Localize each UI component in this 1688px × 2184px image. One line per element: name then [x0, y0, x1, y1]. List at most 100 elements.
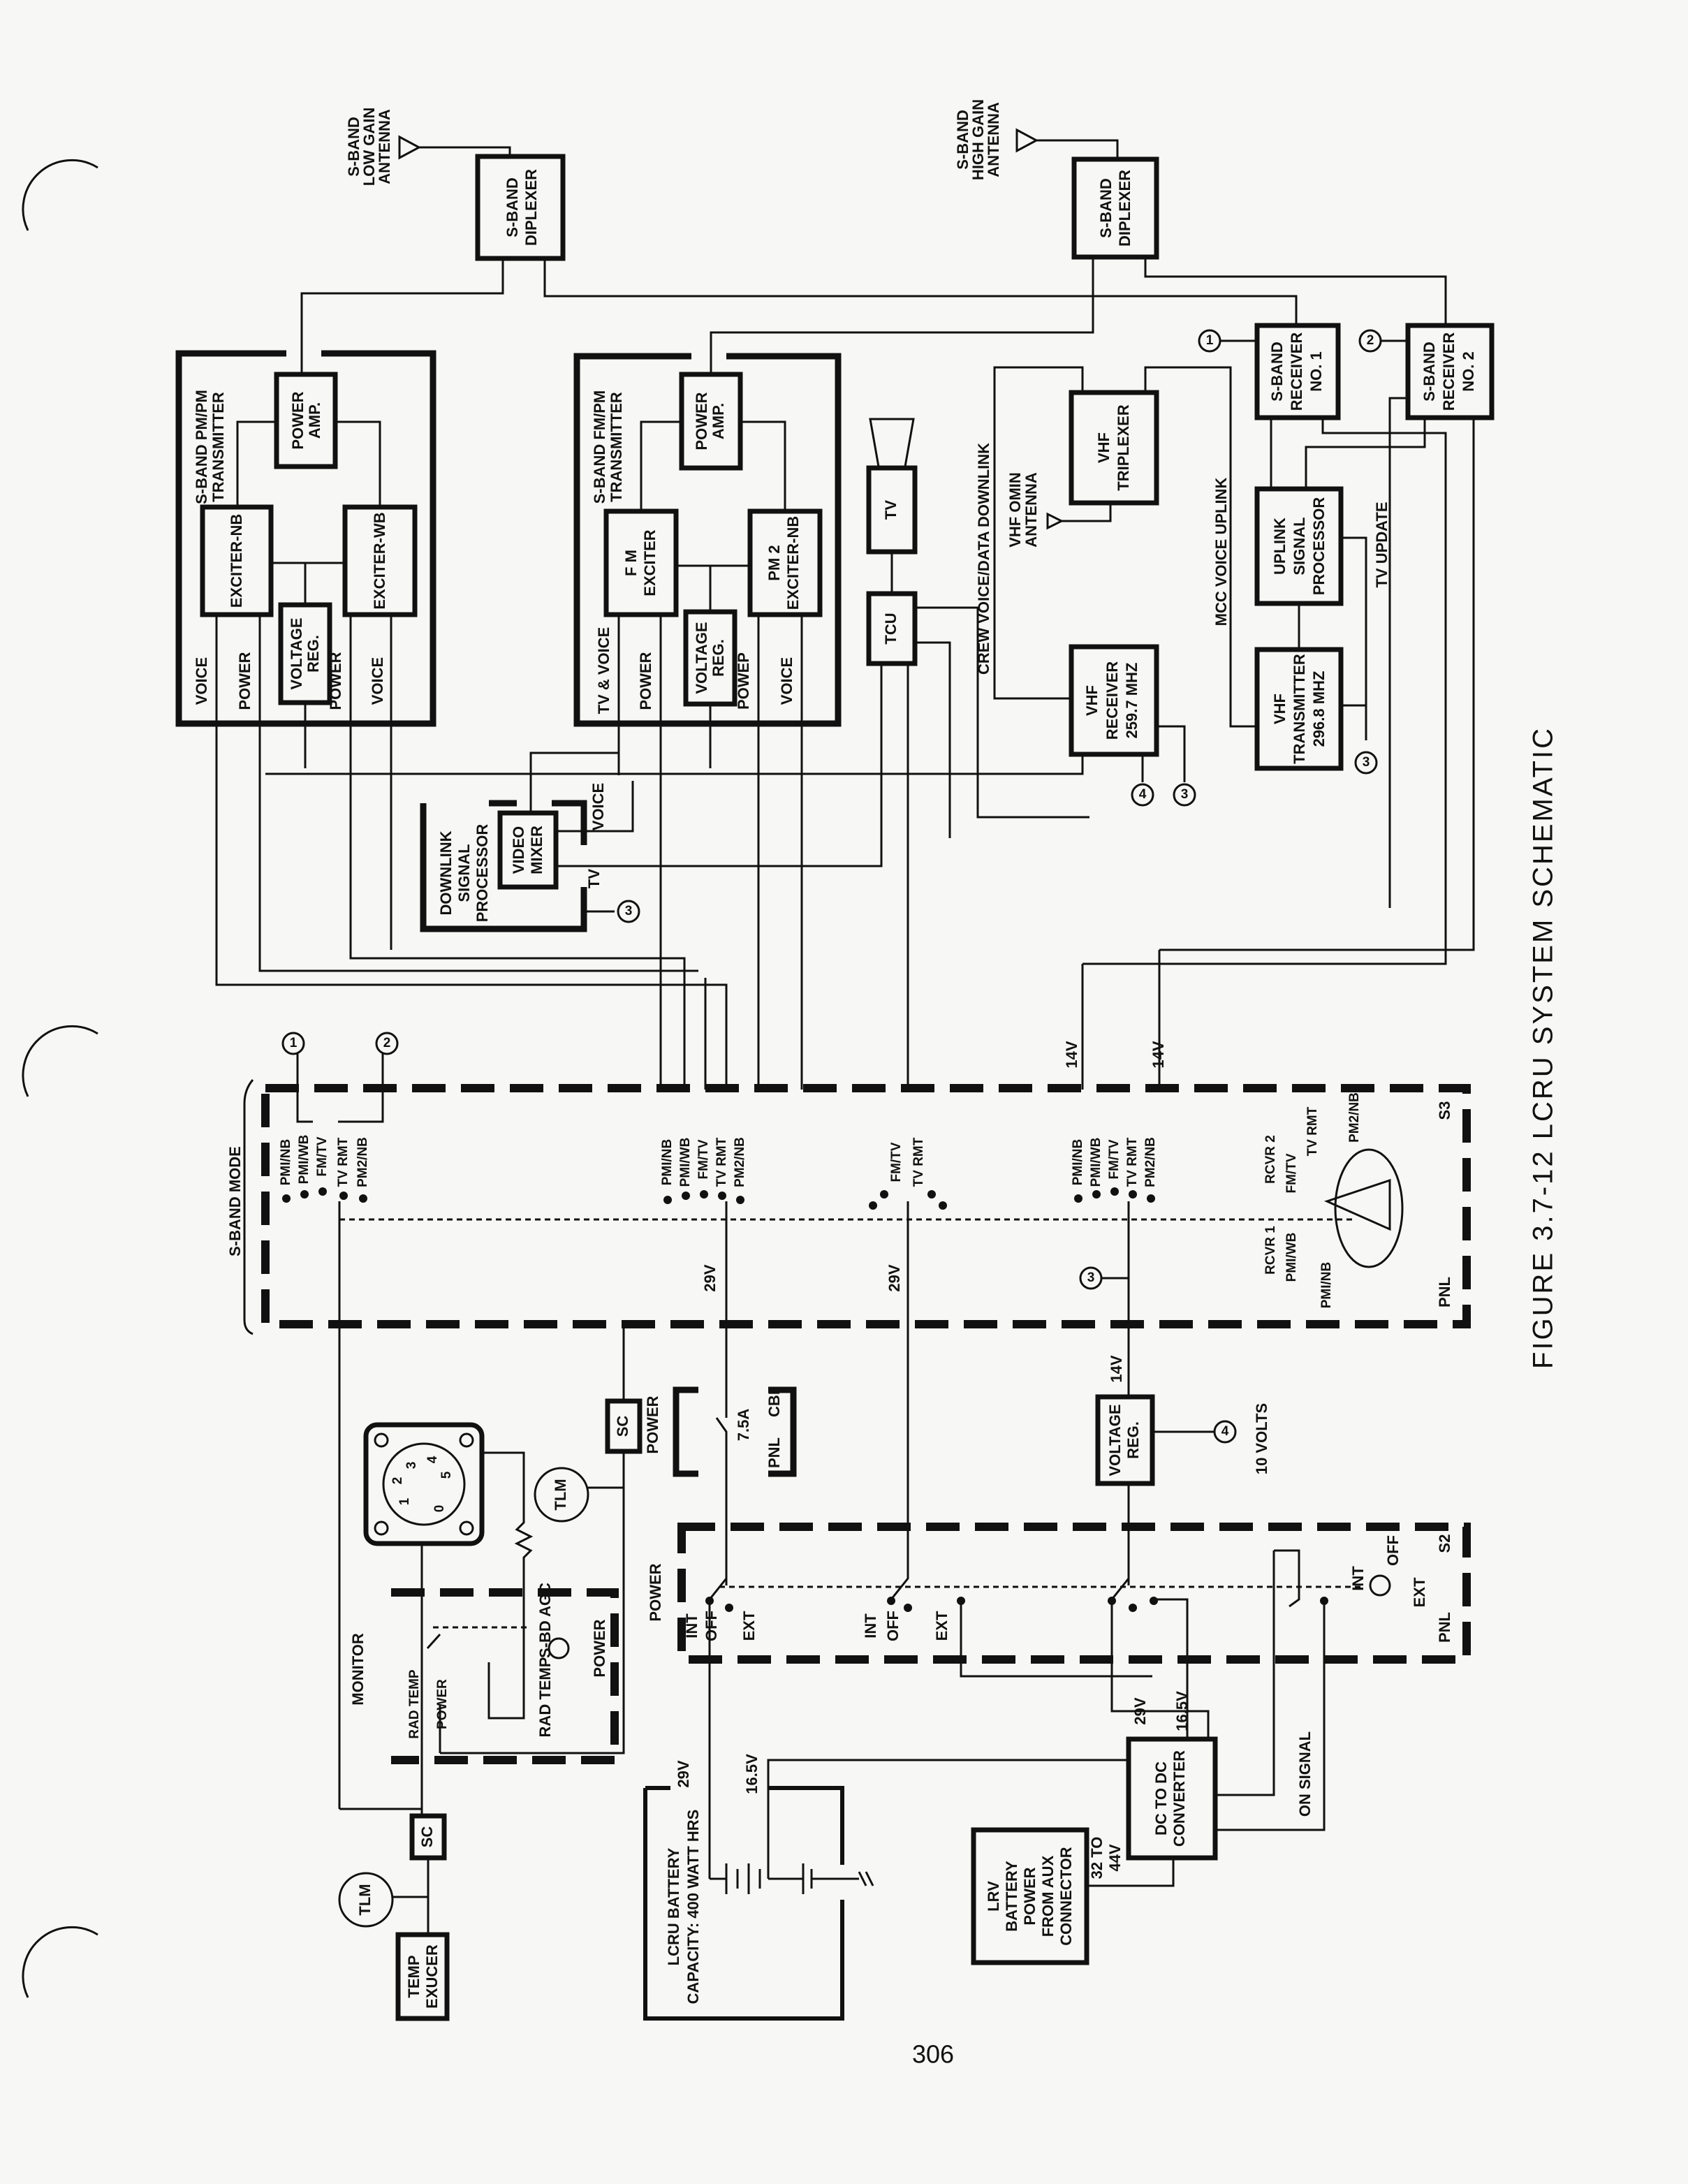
- schematic-label: CBI: [765, 1391, 783, 1417]
- video-mixer: [497, 810, 559, 890]
- wire-segment: [1173, 783, 1196, 807]
- switch-contact: [1092, 1190, 1101, 1199]
- switch-contact: [1108, 1597, 1116, 1605]
- temp-sensor-chain: SC TLM TEMP EXUCER: [338, 1813, 450, 2021]
- schematic-label: 4: [1221, 1424, 1229, 1439]
- schematic-label: EXCITER-NB: [784, 516, 802, 610]
- wire-segment: [243, 1079, 254, 1335]
- schematic-label: 14V: [1108, 1355, 1125, 1382]
- schematic-label: PMI/WB: [678, 1138, 693, 1187]
- schematic-label: SIGNAL: [1291, 517, 1308, 575]
- wire-segment: [971, 1827, 1089, 1965]
- switch-contact: [1320, 1597, 1328, 1605]
- schematic-label: 29V: [886, 1264, 903, 1291]
- switch-contact: [282, 1194, 291, 1203]
- schematic-label: FM/TV: [696, 1139, 711, 1179]
- switch-contact: [318, 1187, 327, 1196]
- wire-segment: [715, 1362, 728, 1585]
- schematic-label: VOLTAGE: [288, 617, 305, 689]
- schematic-label: PROCESSOR: [474, 824, 491, 923]
- wire-segment: [1254, 647, 1344, 771]
- camera-lens-icon: [869, 418, 915, 468]
- wire-segment: [392, 1858, 430, 1935]
- schematic-label: PMI/NB: [1071, 1139, 1085, 1186]
- switch-contact: [1129, 1604, 1137, 1612]
- wire-segment: [1069, 390, 1159, 506]
- schematic-label: OFF: [1384, 1535, 1402, 1566]
- schematic-label: 29V: [675, 1760, 692, 1787]
- schematic-label: EXCITER-NB: [228, 514, 245, 608]
- wire-segment: [1354, 751, 1378, 775]
- schematic-label: FM/TV: [1284, 1153, 1299, 1193]
- schematic-label: VOLTAGE: [693, 622, 710, 694]
- schematic-label: CREW VOICE/DATA DOWNLINK: [975, 443, 992, 675]
- schematic-label: RECEIVER: [1103, 661, 1121, 740]
- schematic-label: VHF: [1095, 432, 1113, 463]
- antenna-icon: [1046, 512, 1064, 530]
- schematic-label: S2: [1436, 1534, 1453, 1553]
- schematic-label: VHF OMIN: [1006, 472, 1024, 548]
- wire-segment: [1159, 339, 1475, 951]
- schematic-label: REG.: [304, 635, 322, 673]
- wire-segment: [866, 591, 918, 666]
- schematic-label: PM2/NB: [733, 1137, 747, 1187]
- schematic-label: SC: [614, 1416, 631, 1437]
- sband-receiver-1: S-BAND RECEIVER NO. 1: [1082, 323, 1447, 965]
- switch-contact: [736, 1196, 744, 1204]
- binder-hole-top: [22, 159, 98, 231]
- wire-segment: [375, 1032, 399, 1055]
- schematic-label: 3: [1087, 1270, 1095, 1285]
- schematic-label: DOWNLINK: [437, 830, 455, 915]
- schematic-label: 7.5A: [735, 1409, 752, 1442]
- wire-segment: [640, 420, 786, 612]
- schematic-label: PMI/NB: [279, 1139, 293, 1186]
- wire-segment: [1198, 329, 1221, 353]
- schematic-label: TV UPDATE: [1373, 501, 1390, 587]
- schematic-label: 2: [383, 1036, 391, 1050]
- schematic-label: UPLINK: [1271, 518, 1289, 575]
- schematic-label: 2: [390, 1477, 405, 1485]
- wire-segment: [683, 609, 737, 707]
- selector-switch-icon: [548, 1637, 570, 1659]
- wire-segment: [866, 465, 918, 555]
- schematic-label: AMP.: [710, 403, 727, 439]
- schematic-label: 259.7 MHZ: [1123, 663, 1140, 739]
- wire-segment: [543, 258, 1298, 325]
- schematic-label: F M: [622, 550, 640, 576]
- schematic-label: PMI/WB: [1284, 1233, 1299, 1282]
- wire-segment: [1095, 1394, 1155, 1486]
- schematic-label: 14V: [1063, 1041, 1080, 1068]
- binder-holes: [22, 159, 98, 1998]
- vhf-transmitter: VHF TRANSMITTER 296.8 MHZ: [1254, 647, 1366, 771]
- wire-segment: [710, 257, 1094, 374]
- schematic-label: 0: [432, 1505, 447, 1513]
- schematic-label: 4: [1139, 787, 1147, 802]
- wire-segment: [1405, 323, 1495, 420]
- wire-segment: [1298, 536, 1367, 740]
- wire-segment: [993, 366, 1257, 728]
- wire-segment: [708, 1759, 1208, 1894]
- schematic-label: RECEIVER: [1288, 332, 1305, 411]
- schematic-label: NO. 1: [1307, 351, 1325, 391]
- vhf-receiver: VHF RECEIVER 259.7 MHZ: [265, 644, 1186, 782]
- switch-contact: [880, 1190, 888, 1199]
- antenna-label: LOW GAIN: [360, 108, 378, 186]
- switch-contact: [339, 1192, 348, 1200]
- schematic-label: TRIPLEXER: [1115, 404, 1132, 491]
- switch-contact: [682, 1192, 690, 1200]
- schematic-label: VIDEO: [510, 826, 527, 874]
- schematic-label: TRANSMITTER: [608, 392, 625, 502]
- high-gain-antenna: S-BAND HIGH GAIN ANTENNA: [954, 99, 1119, 180]
- schematic-label: OFF: [703, 1611, 720, 1641]
- power-switch-panel: POWER INT OFF EXT INT OFF EXT INT OFF EX…: [647, 1523, 1471, 1831]
- schematic-label: S-BAND MODE: [226, 1146, 244, 1256]
- schematic-label: FM/TV: [315, 1136, 330, 1176]
- schematic-label: TRANSMITTER: [1291, 654, 1308, 764]
- wire-segment: [395, 1932, 450, 2021]
- wire-segment: [339, 1451, 534, 1816]
- wire-segment: [643, 1786, 844, 2021]
- low-gain-antenna: S-BAND LOW GAIN ANTENNA: [345, 108, 511, 186]
- schematic-label: MIXER: [528, 826, 545, 874]
- schematic-label: POWER: [327, 652, 344, 710]
